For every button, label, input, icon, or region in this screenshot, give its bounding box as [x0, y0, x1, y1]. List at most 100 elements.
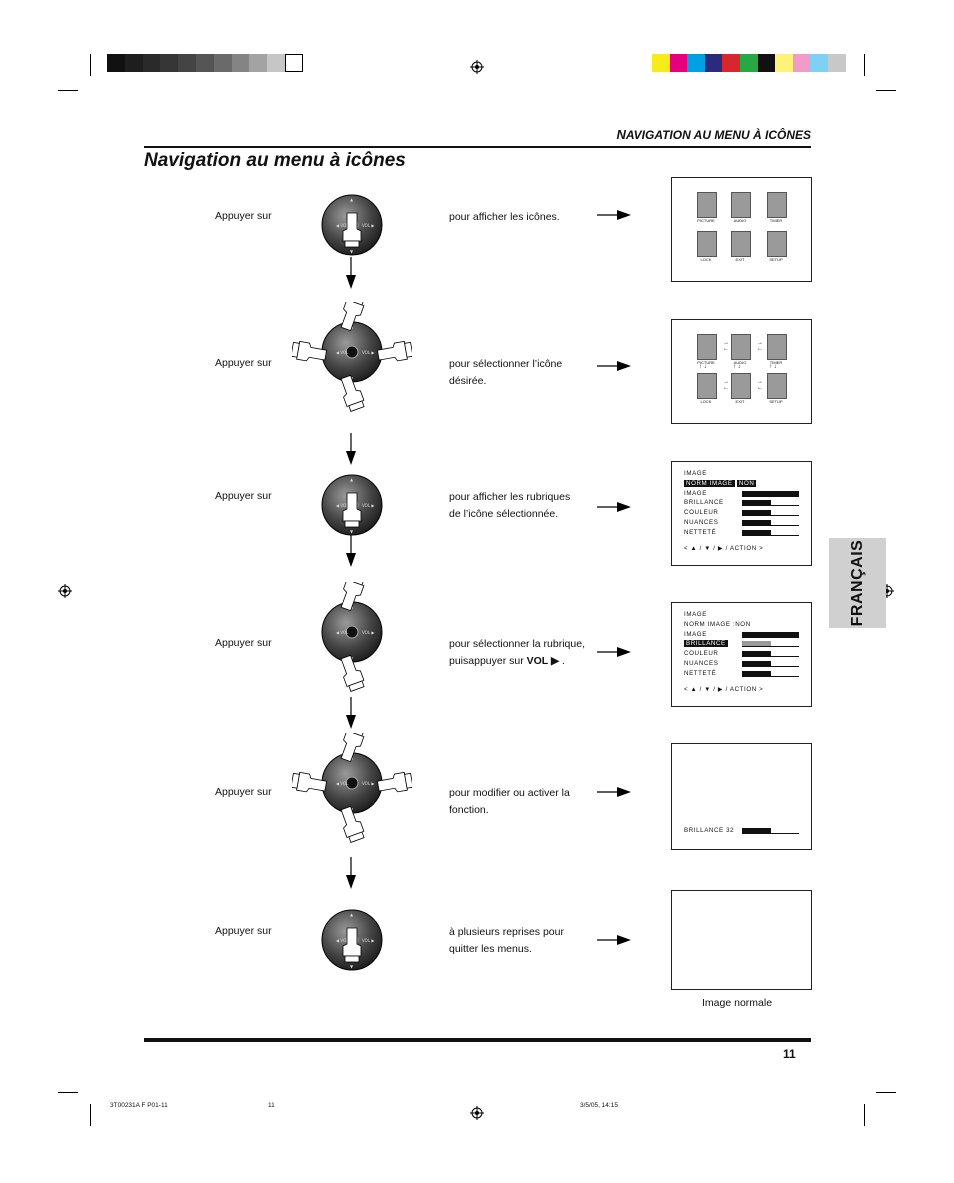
level-bar-fill: [742, 651, 771, 657]
menu-row[interactable]: COULEUR: [684, 650, 719, 658]
level-bar: [742, 500, 799, 507]
svg-text:◀ VOL: ◀ VOL: [336, 350, 349, 355]
menu-row[interactable]: BRILLANCE: [684, 499, 724, 507]
page-number: 11: [783, 1047, 796, 1061]
header-rule: [144, 146, 811, 148]
footer-page: 11: [268, 1102, 275, 1109]
swap-arrow-icon: ↑ ↓: [699, 364, 707, 370]
svg-text:VOL ▶: VOL ▶: [362, 223, 375, 228]
svg-text:▼: ▼: [350, 529, 354, 534]
step-description: pour afficher les icônes.: [449, 211, 560, 223]
menu-icon-lock[interactable]: [697, 373, 717, 399]
menu-row[interactable]: NETTETÉ: [684, 669, 717, 677]
menu-row[interactable]: COULEUR: [684, 509, 719, 517]
menu-row[interactable]: IMAGE: [684, 489, 707, 497]
arrow-right-icon: [597, 787, 631, 797]
svg-text:◀ VOL: ◀ VOL: [336, 503, 349, 508]
svg-text:◀ VOL: ◀ VOL: [336, 938, 349, 943]
level-bar: [742, 660, 799, 667]
color-swatch: [704, 54, 723, 72]
level-bar: [742, 641, 799, 648]
color-swatch: [828, 54, 846, 72]
menu-row[interactable]: NORM IMAGE NON: [684, 480, 757, 487]
language-tab: FRANÇAIS: [829, 538, 886, 628]
tv-screen-brillance: BRILLANCE 32: [671, 743, 812, 850]
tv-screen-blank: [671, 890, 812, 990]
crop-mark: [58, 90, 78, 91]
menu-icon-audio[interactable]: [731, 192, 751, 218]
menu-icon-caption: SETUP: [769, 399, 783, 404]
step-label: Appuyer sur: [215, 210, 272, 222]
arrow-right-icon: [597, 935, 631, 945]
menu-icon-exit[interactable]: [731, 373, 751, 399]
crop-mark: [876, 90, 896, 91]
menu-icon-audio[interactable]: [731, 334, 751, 360]
gray-swatch: [107, 54, 125, 72]
menu-icon-setup[interactable]: [767, 373, 787, 399]
svg-text:▲: ▲: [350, 912, 354, 917]
swap-arrow-icon: →←: [757, 379, 763, 391]
menu-icon-picture[interactable]: [697, 192, 717, 218]
gray-swatch: [249, 54, 268, 72]
arrow-down-icon: [346, 535, 356, 567]
arrow-down-icon: [346, 433, 356, 465]
registration-mark-icon: [470, 60, 484, 74]
menu-icon-caption: EXIT: [735, 257, 745, 262]
level-bar-fill: [742, 510, 771, 516]
level-bar: [742, 490, 799, 497]
svg-text:◀ VOL: ◀ VOL: [336, 630, 349, 635]
step-label: Appuyer sur: [215, 637, 272, 649]
menu-row[interactable]: BRILLANCE: [684, 640, 728, 648]
gray-swatch: [231, 54, 250, 72]
gray-swatch: [267, 54, 285, 72]
step-label: Appuyer sur: [215, 357, 272, 369]
svg-text:▲: ▲: [350, 477, 354, 482]
menu-icon-caption: EXIT: [735, 399, 745, 404]
menu-row-value: :NON: [732, 621, 751, 628]
gray-swatch: [196, 54, 214, 72]
step-description: pour modifier ou activer la fonction.: [449, 787, 570, 816]
gray-swatch: [142, 54, 161, 72]
menu-icon-lock[interactable]: [697, 231, 717, 257]
crop-mark: [876, 1092, 896, 1093]
level-bar: [742, 651, 799, 658]
menu-icon-timer[interactable]: [767, 334, 787, 360]
menu-icon-exit[interactable]: [731, 231, 751, 257]
registration-mark-icon: [58, 584, 72, 598]
svg-text:VOL ▶: VOL ▶: [362, 350, 375, 355]
screen-caption: Image normale: [702, 997, 773, 1009]
color-swatch: [669, 54, 688, 72]
menu-row[interactable]: IMAGE: [684, 630, 707, 638]
gray-swatch: [124, 54, 143, 72]
menu-icon-picture[interactable]: [697, 334, 717, 360]
footer-rule: [144, 1038, 811, 1042]
arrow-down-icon: [346, 857, 356, 889]
svg-text:▲: ▲: [350, 197, 354, 202]
menu-row[interactable]: NORM IMAGE :NON: [684, 621, 751, 628]
svg-text:VOL ▶: VOL ▶: [362, 781, 375, 786]
step-label: Appuyer sur: [215, 786, 272, 798]
crop-mark: [90, 1104, 91, 1126]
menu-row[interactable]: NETTETÉ: [684, 528, 717, 536]
menu-icon-caption: TIMER: [769, 360, 783, 365]
menu-icon-caption: LOCK: [700, 399, 712, 404]
menu-icon-caption: PICTURE: [697, 360, 715, 365]
menu-row[interactable]: NUANCES: [684, 659, 719, 667]
menu-icon-setup[interactable]: [767, 231, 787, 257]
menu-icon-timer[interactable]: [767, 192, 787, 218]
level-bar-fill: [742, 670, 771, 676]
level-bar-fill: [742, 529, 771, 535]
step-description: à plusieurs reprises pour quitter les me…: [449, 926, 564, 955]
color-swatch: [757, 54, 776, 72]
svg-text:▼: ▼: [350, 249, 354, 254]
menu-row[interactable]: NUANCES: [684, 518, 719, 526]
swap-arrow-icon: ↑ ↓: [733, 364, 741, 370]
crop-mark: [864, 1104, 865, 1126]
swap-arrow-icon: →←: [723, 379, 729, 391]
menu-icon-caption: PICTURE: [697, 218, 715, 223]
